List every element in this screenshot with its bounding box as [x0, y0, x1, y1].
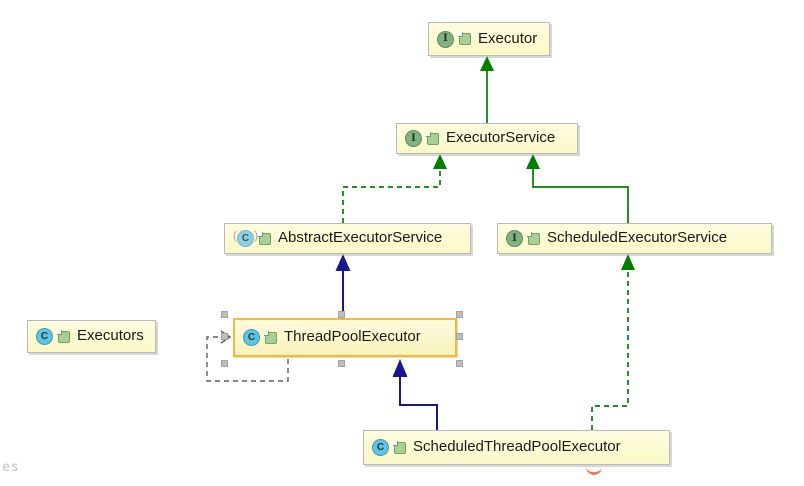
class-node-abstract-executor-service[interactable]: C AbstractExecutorService	[224, 223, 471, 254]
class-icon: C	[372, 439, 389, 456]
class-name-label: Executor	[478, 29, 538, 47]
edge-executorservice-extends-executor[interactable]	[480, 56, 494, 123]
class-node-executor[interactable]: I Executor	[428, 22, 550, 56]
lock-icon	[57, 329, 70, 343]
edge-scheduledthreadpoolexecutor-implements-scheduledexecutorservice[interactable]	[591, 254, 635, 430]
edge-abstractexecutorservice-implements-executorservice[interactable]	[342, 154, 447, 223]
class-name-label: ThreadPoolExecutor	[284, 328, 421, 345]
class-node-scheduled-executor-service[interactable]: I ScheduledExecutorService	[497, 223, 772, 254]
edge-threadpoolexecutor-extends-abstractexecutorservice[interactable]	[335, 254, 351, 316]
selection-handle-bottom-mid[interactable]	[338, 360, 345, 367]
selection-handle-bottom-left[interactable]	[221, 360, 228, 367]
edge-scheduledthreadpoolexecutor-extends-threadpoolexecutor[interactable]	[392, 359, 438, 430]
class-name-label: AbstractExecutorService	[278, 229, 443, 246]
lock-icon	[258, 231, 271, 245]
interface-icon: I	[437, 30, 454, 48]
lock-icon	[458, 32, 471, 45]
abstract-class-icon: C	[233, 230, 258, 247]
class-name-label: ScheduledExecutorService	[547, 229, 728, 246]
interface-icon: I	[405, 130, 422, 147]
class-node-scheduled-thread-pool-executor[interactable]: C ScheduledThreadPoolExecutor	[363, 430, 670, 465]
class-name-label: ExecutorService	[446, 129, 556, 146]
interface-icon: I	[506, 230, 523, 247]
class-name-label: Executors	[77, 327, 144, 344]
selection-handle-top-left[interactable]	[221, 311, 228, 318]
lock-icon	[393, 440, 406, 454]
edge-scheduledexecutorservice-extends-executorservice[interactable]	[526, 154, 629, 223]
class-node-executor-service[interactable]: I ExecutorService	[396, 123, 578, 154]
clipped-corner-text: es	[2, 460, 20, 475]
class-icon: C	[243, 329, 260, 346]
selection-handle-mid-left[interactable]	[221, 333, 228, 340]
orange-cursor-artifact	[586, 466, 602, 475]
lock-icon	[264, 330, 277, 344]
class-icon: C	[36, 328, 53, 345]
lock-icon	[426, 131, 439, 145]
selection-handle-mid-right[interactable]	[456, 333, 463, 340]
selection-handle-top-right[interactable]	[456, 311, 463, 318]
selection-handle-bottom-right[interactable]	[456, 360, 463, 367]
class-node-thread-pool-executor[interactable]: C ThreadPoolExecutor	[233, 318, 457, 357]
class-name-label: ScheduledThreadPoolExecutor	[413, 438, 621, 455]
selection-handle-top-mid[interactable]	[338, 311, 345, 318]
lock-icon	[527, 231, 540, 245]
class-node-executors[interactable]: C Executors	[27, 320, 156, 353]
